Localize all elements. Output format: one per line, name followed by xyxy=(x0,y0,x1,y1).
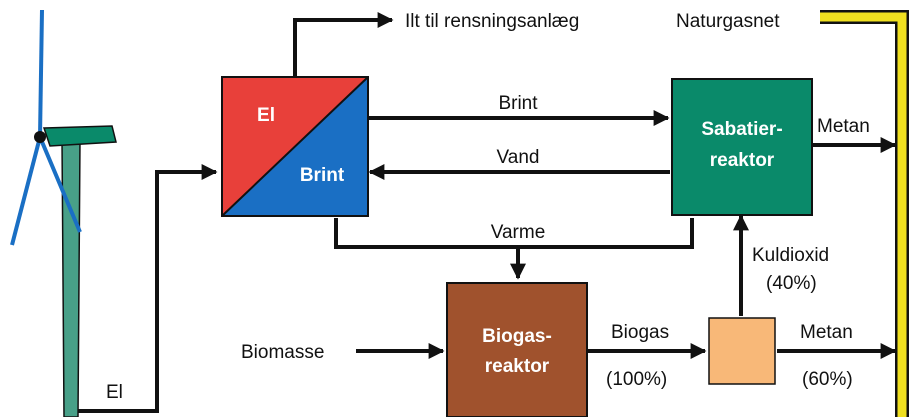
sabatier-reactor: Sabatier- reaktor xyxy=(671,78,813,216)
electrolyzer-el-label: El xyxy=(257,105,275,126)
methane-bottom-label: Metan xyxy=(800,322,853,343)
gas-grid-pipe xyxy=(820,10,909,417)
turbine-blade xyxy=(10,136,42,246)
electrolyzer: El Brint xyxy=(221,76,369,217)
co2-percent-label: (40%) xyxy=(766,273,817,294)
oxygen-label: Ilt til rensningsanlæg xyxy=(405,11,579,32)
hydrogen-label: Brint xyxy=(498,93,538,114)
gas-grid-label: Naturgasnet xyxy=(676,11,780,32)
sabatier-label-line1: Sabatier- xyxy=(701,119,782,140)
sabatier-label-line2: reaktor xyxy=(710,150,775,171)
biogas-reactor: Biogas- reaktor xyxy=(446,282,588,417)
turbine-nacelle xyxy=(42,125,117,147)
oxygen-arrow xyxy=(293,12,394,77)
electricity-label: El xyxy=(106,382,123,403)
turbine-blade xyxy=(38,136,82,233)
co2-label: Kuldioxid xyxy=(752,245,829,266)
flow-labels: Ilt til rensningsanlæg Naturgasnet Brint… xyxy=(106,11,870,403)
electricity-arrow xyxy=(78,164,218,413)
biogas-separator-box xyxy=(708,317,776,385)
biogas-percent-label: (100%) xyxy=(606,369,667,390)
biomass-label: Biomasse xyxy=(241,342,324,363)
methane-percent-label: (60%) xyxy=(802,369,853,390)
turbine-blade xyxy=(38,9,44,138)
biogas-reactor-label-line2: reaktor xyxy=(485,356,550,377)
flow-lines xyxy=(78,12,897,413)
water-label: Vand xyxy=(497,147,540,168)
heat-label: Varme xyxy=(491,222,546,243)
wind-turbine xyxy=(10,9,117,417)
methane-top-label: Metan xyxy=(817,116,870,137)
biogas-reactor-label-line1: Biogas- xyxy=(482,326,552,347)
turbine-tower xyxy=(61,139,81,417)
biogas-label: Biogas xyxy=(611,322,669,343)
turbine-hub xyxy=(34,131,46,143)
electrolyzer-brint-label: Brint xyxy=(300,165,345,186)
heat-line xyxy=(334,218,694,249)
